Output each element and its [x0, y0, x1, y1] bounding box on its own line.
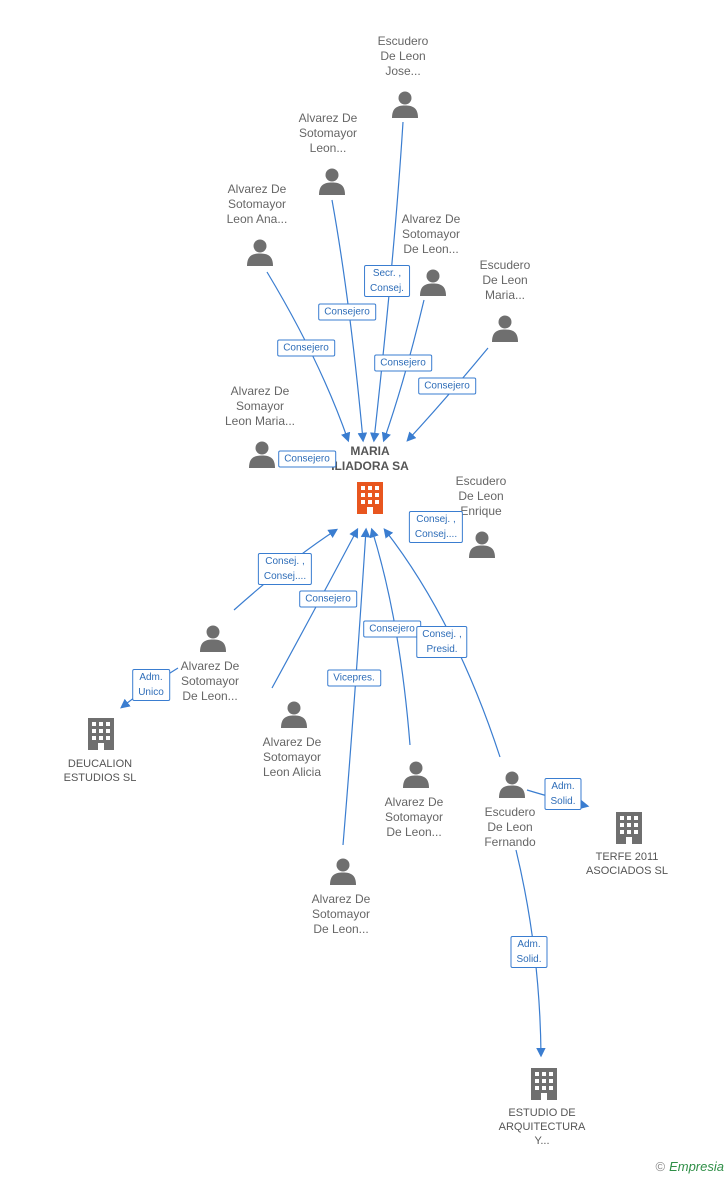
edge-label[interactable]: Adm. Solid. [544, 778, 582, 810]
person-label[interactable]: Escudero De Leon Maria... [479, 258, 531, 302]
edge-label[interactable]: Secr. , Consej. [364, 265, 410, 297]
edge-label[interactable]: Consej. , Presid. [416, 626, 468, 658]
edge-label[interactable]: Consejero [374, 354, 432, 372]
company-building-icon[interactable] [88, 718, 114, 750]
person-icon[interactable] [281, 701, 307, 729]
edge-line [342, 527, 371, 846]
edge-label[interactable]: Adm. Unico [132, 669, 170, 701]
edge-label[interactable]: Consejero [299, 590, 357, 608]
company-building-icon[interactable] [616, 812, 642, 844]
edge-line [369, 527, 411, 746]
edge-label[interactable]: Adm. Solid. [510, 936, 548, 968]
person-icon[interactable] [403, 761, 429, 789]
edge-label[interactable]: Consejero [318, 303, 376, 321]
person-icon[interactable] [249, 441, 275, 469]
company-label[interactable]: DEUCALION ESTUDIOS SL [63, 758, 137, 784]
person-icon[interactable] [492, 315, 518, 343]
person-icon[interactable] [469, 531, 495, 559]
edge-label[interactable]: Consejero [418, 377, 476, 395]
person-label[interactable]: Escudero De Leon Enrique [455, 474, 507, 518]
edge-label[interactable]: Consej. , Consej.... [408, 511, 464, 543]
person-icon[interactable] [420, 269, 446, 297]
company-label[interactable]: TERFE 2011 ASOCIADOS SL [586, 851, 668, 877]
person-icon[interactable] [247, 239, 273, 267]
person-label[interactable]: Alvarez De Sotomayor Leon... [298, 111, 358, 155]
copyright-symbol: © [655, 1159, 666, 1174]
person-label[interactable]: Alvarez De Sotomayor De Leon... [180, 659, 240, 703]
person-icon[interactable] [499, 771, 525, 799]
company-label[interactable]: ESTUDIO DE ARQUITECTURA Y... [498, 1107, 586, 1147]
company-building-icon[interactable] [531, 1068, 557, 1100]
edge-label[interactable]: Consej. , Consej.... [257, 553, 313, 585]
person-icon[interactable] [392, 91, 418, 119]
edge-label[interactable]: Vicepres. [327, 669, 381, 687]
edge-label[interactable]: Consejero [278, 450, 336, 468]
brand-logo-text[interactable]: Empresia [669, 1159, 724, 1174]
person-label[interactable]: Escudero De Leon Fernando [484, 805, 536, 849]
person-icon[interactable] [319, 168, 345, 196]
person-label[interactable]: Alvarez De Sotomayor De Leon... [384, 795, 444, 839]
edge-line [266, 271, 351, 443]
person-label[interactable]: Alvarez De Sotomayor Leon Alicia [262, 735, 322, 779]
person-icon[interactable] [200, 625, 226, 653]
edge-label[interactable]: Consejero [363, 620, 421, 638]
person-label[interactable]: Escudero De Leon Jose... [377, 34, 429, 78]
edge-line [381, 299, 425, 443]
edge-line [406, 347, 489, 442]
person-label[interactable]: Alvarez De Sotomayor Leon Ana... [226, 182, 288, 226]
person-icon[interactable] [330, 858, 356, 886]
center-company-building-icon[interactable] [357, 482, 383, 514]
edge-label[interactable]: Consejero [277, 339, 335, 357]
center-company-label[interactable]: MARIA ILIADORA SA [331, 444, 409, 473]
person-label[interactable]: Alvarez De Sotomayor De Leon... [311, 892, 371, 936]
person-label[interactable]: Alvarez De Somayor Leon Maria... [224, 384, 296, 428]
brand-footer: ©Empresia [655, 1159, 724, 1174]
person-label[interactable]: Alvarez De Sotomayor De Leon... [401, 212, 461, 256]
